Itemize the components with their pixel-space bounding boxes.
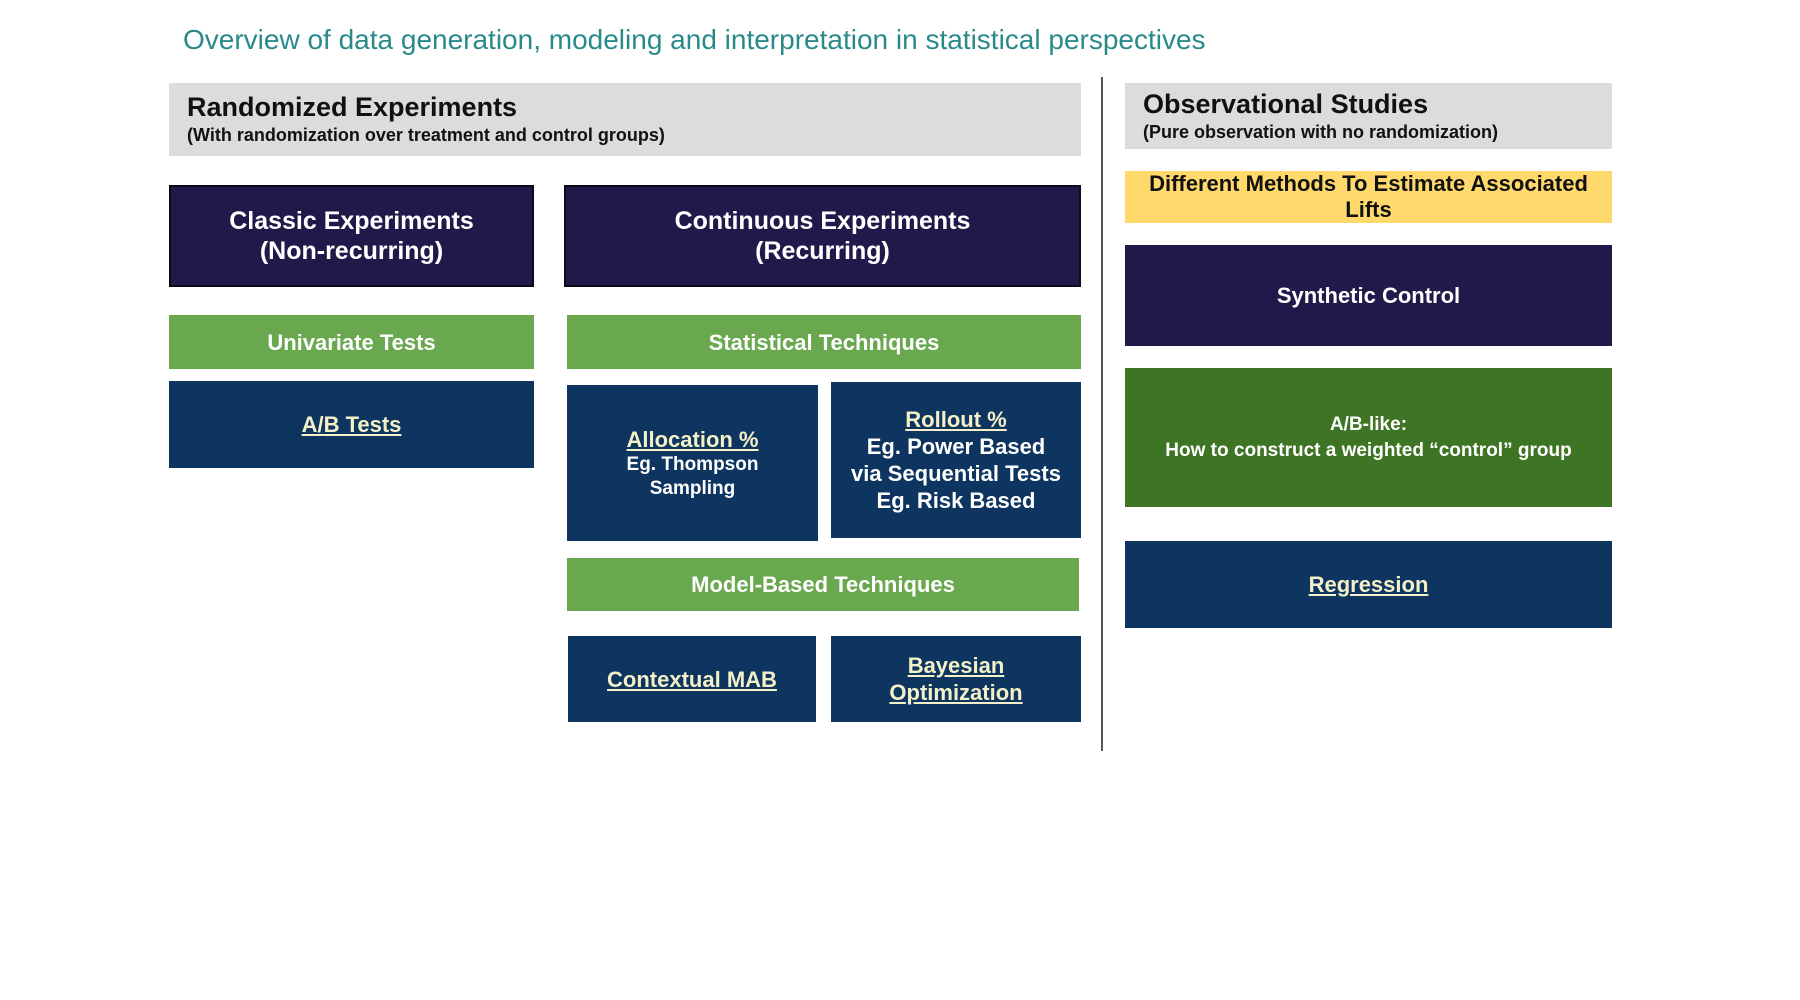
- ab-like-box: A/B-like: How to construct a weighted “c…: [1125, 368, 1612, 507]
- allocation-example-line1: Eg. Thompson: [626, 453, 759, 475]
- model-based-techniques-label: Model-Based Techniques: [691, 572, 955, 597]
- univariate-tests-box: Univariate Tests: [169, 315, 534, 369]
- estimation-methods-line1: Different Methods To Estimate Associated: [1149, 171, 1588, 196]
- contextual-mab-box: Contextual MAB: [568, 636, 816, 722]
- synthetic-control-box: Synthetic Control: [1125, 245, 1612, 346]
- observational-studies-subheading: (Pure observation with no randomization): [1143, 122, 1499, 142]
- rollout-example-line3: Eg. Risk Based: [876, 488, 1036, 513]
- rollout-example-line2: via Sequential Tests: [851, 461, 1061, 486]
- ab-tests-box: A/B Tests: [169, 381, 534, 468]
- model-based-techniques-box: Model-Based Techniques: [567, 558, 1079, 611]
- statistical-techniques-label: Statistical Techniques: [708, 329, 940, 355]
- bayesian-optimization-link-line2[interactable]: Optimization: [889, 680, 1023, 705]
- observational-studies-header: Observational Studies (Pure observation …: [1125, 83, 1612, 149]
- bayesian-optimization-box: Bayesian Optimization: [831, 636, 1081, 722]
- classic-experiments-box: Classic Experiments (Non-recurring): [169, 185, 534, 287]
- estimation-methods-box: Different Methods To Estimate Associated…: [1125, 171, 1612, 223]
- section-divider: [1101, 77, 1103, 751]
- ab-like-line1: A/B-like:: [1329, 413, 1408, 435]
- statistical-techniques-box: Statistical Techniques: [567, 315, 1081, 369]
- rollout-box: Rollout % Eg. Power Based via Sequential…: [831, 382, 1081, 538]
- rollout-link[interactable]: Rollout %: [905, 407, 1007, 432]
- bayesian-optimization-link-line1[interactable]: Bayesian: [907, 653, 1005, 678]
- randomized-experiments-header: Randomized Experiments (With randomizati…: [169, 83, 1081, 156]
- randomized-experiments-heading: Randomized Experiments: [187, 92, 518, 122]
- continuous-experiments-subtitle: (Recurring): [755, 237, 890, 265]
- rollout-example-line1: Eg. Power Based: [866, 434, 1046, 459]
- continuous-experiments-title: Continuous Experiments: [674, 207, 971, 235]
- allocation-box: Allocation % Eg. Thompson Sampling: [567, 385, 818, 541]
- ab-tests-link[interactable]: A/B Tests: [301, 412, 402, 437]
- contextual-mab-link[interactable]: Contextual MAB: [607, 666, 777, 692]
- ab-like-line2: How to construct a weighted “control” gr…: [1165, 439, 1572, 461]
- page-title: Overview of data generation, modeling an…: [183, 24, 1206, 55]
- estimation-methods-line2: Lifts: [1345, 197, 1392, 222]
- observational-studies-heading: Observational Studies: [1143, 89, 1429, 119]
- regression-link[interactable]: Regression: [1308, 572, 1429, 597]
- synthetic-control-label: Synthetic Control: [1276, 283, 1461, 308]
- classic-experiments-title: Classic Experiments: [229, 207, 474, 235]
- randomized-experiments-subheading: (With randomization over treatment and c…: [187, 125, 665, 145]
- allocation-example-line2: Sampling: [649, 477, 736, 499]
- univariate-tests-label: Univariate Tests: [267, 329, 436, 355]
- allocation-link[interactable]: Allocation %: [626, 426, 759, 452]
- continuous-experiments-box: Continuous Experiments (Recurring): [564, 185, 1081, 287]
- regression-box: Regression: [1125, 541, 1612, 628]
- classic-experiments-subtitle: (Non-recurring): [259, 237, 444, 265]
